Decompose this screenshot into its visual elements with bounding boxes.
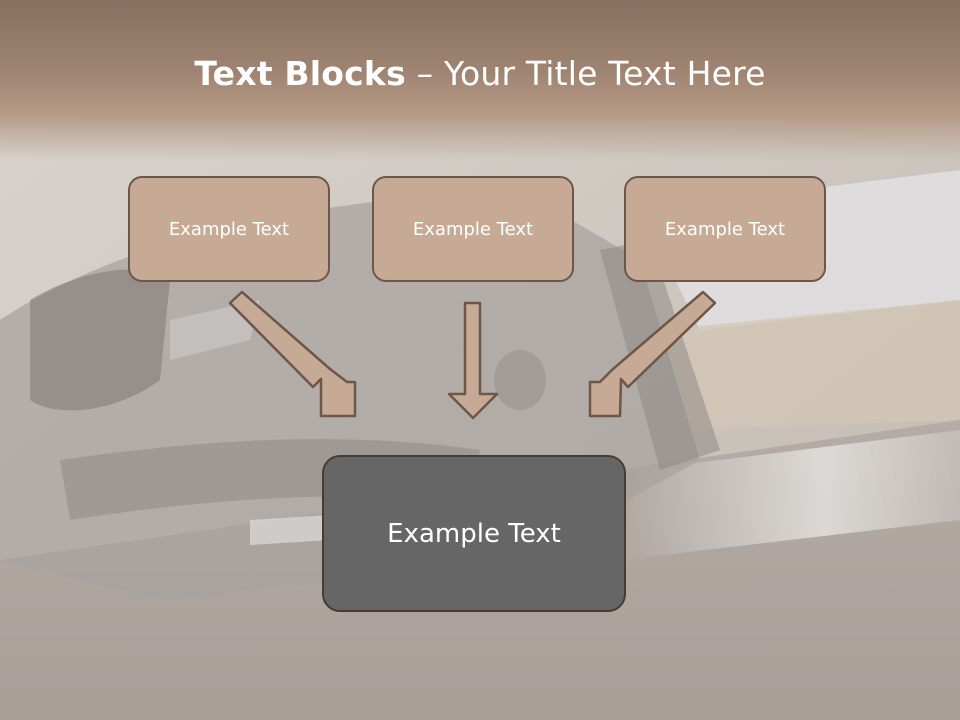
slide-title: Text Blocks – Your Title Text Here [0,54,960,93]
arrow-right [588,290,717,418]
text-block-3-label: Example Text [664,218,786,240]
slide-title-bold: Text Blocks [194,54,406,93]
arrow-left [228,290,357,418]
title-band [0,0,960,160]
text-block-1: Example Text [128,176,330,282]
target-block: Example Text [322,455,626,612]
arrow-center [447,301,499,420]
text-block-3: Example Text [624,176,826,282]
text-block-2: Example Text [372,176,574,282]
text-block-2-label: Example Text [412,218,534,240]
target-block-label: Example Text [387,518,561,549]
text-block-1-label: Example Text [168,218,290,240]
slide-title-rest: – Your Title Text Here [405,54,766,93]
